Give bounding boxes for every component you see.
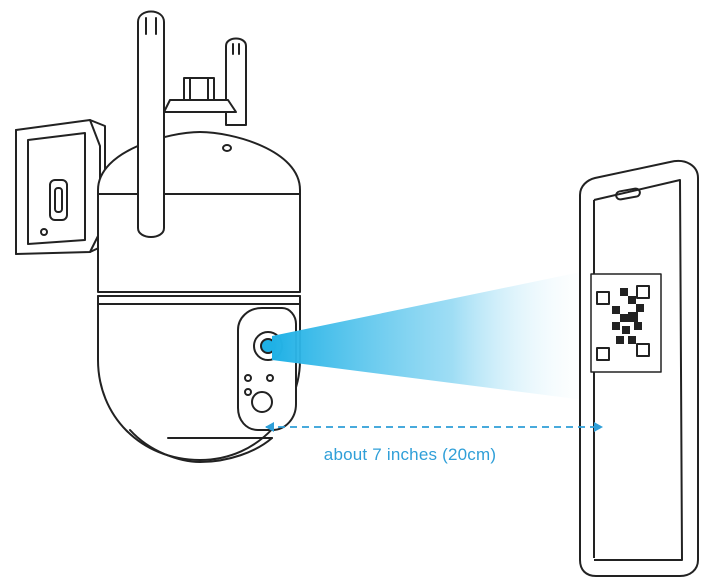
top-mount xyxy=(163,77,237,113)
lens-module xyxy=(237,307,297,431)
scan-beam xyxy=(272,268,600,402)
upper-housing xyxy=(97,131,301,293)
front-antenna xyxy=(137,10,165,238)
distance-label: about 7 inches (20cm) xyxy=(323,445,497,464)
ptz-security-camera-icon xyxy=(15,10,301,463)
wall-mount-bracket xyxy=(15,119,106,255)
smartphone-icon xyxy=(579,160,699,577)
qr-code-icon xyxy=(590,273,662,373)
